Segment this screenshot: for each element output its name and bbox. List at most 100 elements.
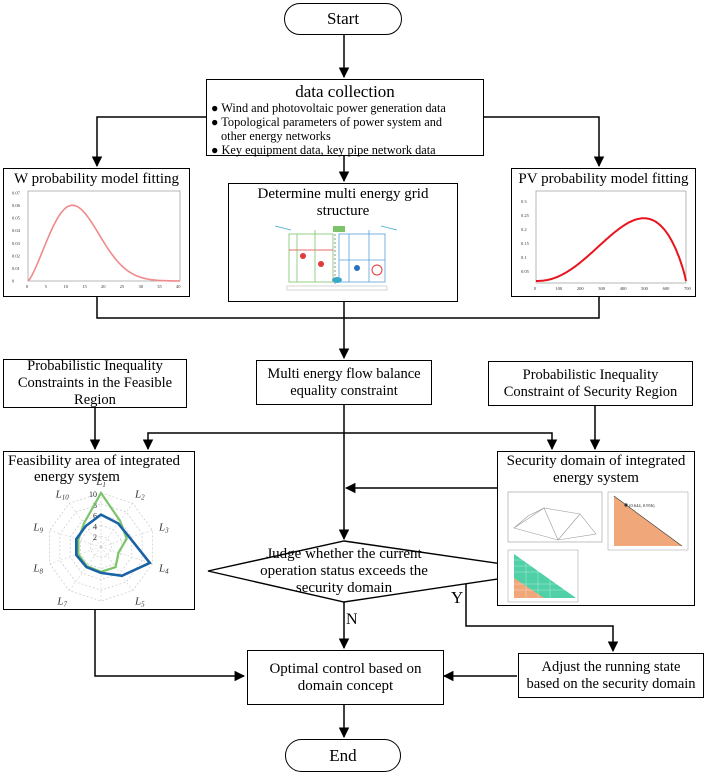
pv-xtick: 700 <box>684 286 692 291</box>
pv-xtick: 600 <box>663 286 671 291</box>
prob-feasible-box: Probabilistic Inequality Constraints in … <box>3 358 187 408</box>
sec-title-1: Security domain of integrated <box>506 453 686 469</box>
edge-pv-merge <box>344 297 600 319</box>
radar-ring-label: 6 <box>93 512 97 521</box>
bullet-1: ● Wind and photovoltaic power generation… <box>211 101 446 115</box>
w-ytick: 0.01 <box>12 266 20 271</box>
start-node: Start <box>284 3 402 35</box>
pv-ytick: 0.1 <box>521 255 527 260</box>
optimal-control-box: Optimal control based on domain concept <box>247 650 444 705</box>
radar-spoke <box>69 546 102 591</box>
w-xtick: 35 <box>157 284 162 289</box>
radar-spoke <box>100 546 153 564</box>
judge-diamond <box>207 540 552 603</box>
radar-axis-label: L6 <box>95 608 106 609</box>
radar-spoke <box>100 503 133 548</box>
adjust-line-1: Adjust the running state <box>541 658 681 675</box>
feasibility-area-box: Feasibility area of integrated energy sy… <box>3 451 195 610</box>
feas-title-2: energy system <box>34 469 120 485</box>
pv-ytick: 0.05 <box>521 269 530 274</box>
w-fit-title: W probability model fitting <box>13 171 180 187</box>
w-ytick: 0.05 <box>12 216 21 221</box>
balance-line-2: equality constraint <box>290 382 398 399</box>
w-xtick: 15 <box>82 284 87 289</box>
balance-line-1: Multi energy flow balance <box>267 365 421 382</box>
pv-xtick: 200 <box>577 286 585 291</box>
no-label: N <box>346 611 358 628</box>
prob-feasible-line-1: Probabilistic Inequality <box>27 358 163 374</box>
bullet-3-text: Key equipment data, key pipe network dat… <box>221 143 436 157</box>
radar-spoke <box>100 546 133 591</box>
pv-fit-title: PV probability model fitting <box>518 171 689 187</box>
pv-xtick: 100 <box>555 286 563 291</box>
edge-data-pv <box>484 116 605 168</box>
prob-security-line-2: Constraint of Security Region <box>503 383 678 400</box>
radar-ring-label: 10 <box>89 490 97 499</box>
w-xtick: 10 <box>64 284 69 289</box>
bullet-2-text: Topological parameters of power system a… <box>221 115 443 129</box>
radar-ring-label: 4 <box>93 522 97 531</box>
bullet-2b: other energy networks <box>221 129 331 143</box>
radar-ring <box>90 535 112 559</box>
w-xtick: 30 <box>139 284 144 289</box>
pv-xtick: 0 <box>534 286 537 291</box>
radar-spoke <box>49 530 102 548</box>
bullet-1-text: Wind and photovoltaic power generation d… <box>221 101 446 115</box>
radar-axis-label: L9 <box>32 522 43 535</box>
yes-label: Y <box>451 588 464 607</box>
sec-title-2: energy system <box>553 470 639 486</box>
edge-data-w <box>91 116 206 168</box>
judge-line-3: security domain <box>295 580 393 596</box>
radar-axis-label: L10 <box>55 489 70 502</box>
pv-ytick: 0.2 <box>521 227 527 232</box>
prob-security-box: Probabilistic Inequality Constraint of S… <box>488 361 693 406</box>
radar-spoke <box>100 530 153 548</box>
multi-grid-box: Determine multi energy grid structure <box>228 183 458 302</box>
w-ytick: 0.04 <box>12 228 21 233</box>
pv-ytick: 0.15 <box>521 241 530 246</box>
w-pdf-curve <box>27 204 181 282</box>
data-collection-box: data collection ● Wind and photovoltaic … <box>206 79 484 157</box>
w-xtick: 0 <box>26 284 29 289</box>
radar-axis-label: L4 <box>158 562 169 575</box>
security-2d-plot: (0.644, 0.956) <box>607 491 689 551</box>
w-ytick: 0 <box>12 279 15 284</box>
edge-judge-adjust <box>465 570 619 653</box>
adjust-box: Adjust the running state based on the se… <box>518 653 704 698</box>
data-collection-title: data collection <box>295 82 395 101</box>
radar-series-blue <box>75 513 152 578</box>
w-ytick: 0.07 <box>12 191 21 196</box>
grid-topology-diagram <box>274 225 398 291</box>
w-ytick: 0.03 <box>12 241 21 246</box>
balance-box: Multi energy flow balance equality const… <box>256 360 432 405</box>
pv-pdf-curve <box>536 217 687 282</box>
pv-xtick: 400 <box>620 286 628 291</box>
radar-axis-label: L3 <box>158 522 169 535</box>
optimal-line-1: Optimal control based on <box>269 660 422 677</box>
w-xtick: 40 <box>176 284 181 289</box>
pv-ytick: 0.3 <box>521 199 527 204</box>
multi-grid-title-1: Determine multi energy grid <box>257 186 429 202</box>
prob-feasible-line-2: Constraints in the Feasible <box>17 375 173 391</box>
judge-text: Judge whether the current operation stat… <box>218 545 470 598</box>
bullet-3: ● Key equipment data, key pipe network d… <box>211 143 436 157</box>
end-node: End <box>285 739 401 772</box>
radar-axis-label: L8 <box>32 562 43 575</box>
security-domain-box: Security domain of integrated energy sys… <box>497 451 695 606</box>
pv-xtick: 500 <box>641 286 649 291</box>
w-xtick: 20 <box>101 284 106 289</box>
security-plots: (0.644, 0.956) <box>507 491 689 603</box>
radar-ring-label: 2 <box>93 533 97 542</box>
bullet-2: ● Topological parameters of power system… <box>211 115 443 129</box>
w-xtick: 5 <box>45 284 48 289</box>
radar-axis-label: L1 <box>95 476 106 489</box>
pv-xtick: 300 <box>598 286 606 291</box>
security-3d-plot <box>507 491 603 543</box>
